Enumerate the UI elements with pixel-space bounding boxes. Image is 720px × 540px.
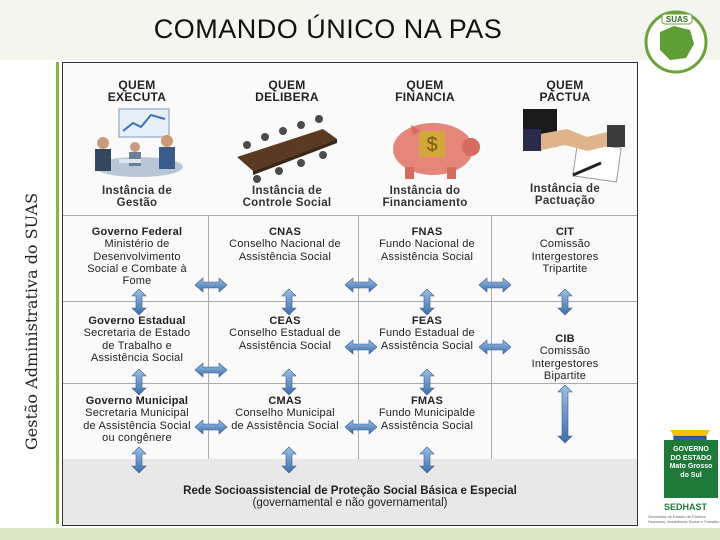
- grid-line: [208, 215, 209, 459]
- double-arrow-v: [131, 368, 147, 396]
- double-arrow-v: [281, 368, 297, 396]
- double-arrow-h: [194, 362, 228, 378]
- cell-municipal-financiamento: FMAS Fundo Municipalde Assistência Socia…: [378, 395, 476, 432]
- double-arrow-h: [344, 339, 378, 355]
- cell-estadual-financiamento: FEAS Fundo Estadual de Assistência Socia…: [379, 315, 475, 352]
- double-arrow-v: [131, 446, 147, 474]
- cell-federal-pactuacao: CIT Comissão Intergestores Tripartite: [531, 226, 599, 275]
- footer-band: [63, 459, 637, 525]
- page-title: COMANDO ÚNICO NA PAS: [153, 14, 503, 44]
- council-table-illustration: [237, 115, 337, 183]
- double-arrow-v: [419, 446, 435, 474]
- arrows-layer: [131, 277, 573, 474]
- cell-municipal-controle: CMAS Conselho Municipal de Assistência S…: [231, 395, 339, 432]
- cell-municipal-gestao: Governo Municipal Secretaria Municipal d…: [83, 395, 191, 444]
- suas-logo: SUAS: [644, 10, 708, 74]
- cell-federal-gestao: Governo Federal Ministério de Desenvolvi…: [87, 226, 187, 288]
- double-arrow-v: [131, 288, 147, 316]
- cell-estadual-gestao: Governo Estadual Secretaria de Estado de…: [83, 315, 191, 364]
- footer-band-bottom: [0, 528, 720, 540]
- double-arrow-h: [194, 419, 228, 435]
- header-band: [0, 0, 720, 60]
- double-arrow-v: [419, 288, 435, 316]
- double-arrow-h: [478, 277, 512, 293]
- piggy-bank-illustration: $: [393, 123, 480, 179]
- cell-federal-controle: CNAS Conselho Nacional de Assistência So…: [229, 226, 341, 263]
- side-label: Gestão Administrativa do SUAS: [22, 192, 41, 450]
- government-logo-box: GOVERNO DO ESTADO Mato Grosso do Sul: [664, 440, 718, 498]
- double-arrow-h: [478, 339, 512, 355]
- double-arrow-v: [281, 446, 297, 474]
- footer-network-text: Rede Socioassistencial de Proteção Socia…: [183, 485, 517, 509]
- double-arrow-v: [557, 384, 573, 444]
- sedhast-subtitle: Secretaria de Estado de Direitos Humanos…: [648, 514, 720, 524]
- grid-line: [63, 215, 637, 216]
- cell-federal-financiamento: FNAS Fundo Nacional de Assistência Socia…: [379, 226, 475, 263]
- handshake-illustration: [523, 109, 625, 183]
- team-meeting-illustration: [95, 108, 183, 177]
- double-arrow-v: [419, 368, 435, 396]
- double-arrow-h: [344, 277, 378, 293]
- cell-estadual-pactuacao: CIB Comissão Intergestores Bipartite: [531, 333, 599, 382]
- double-arrow-h: [344, 419, 378, 435]
- svg-text:$: $: [426, 134, 437, 156]
- grid-line: [63, 301, 637, 302]
- double-arrow-v: [281, 288, 297, 316]
- grid-line: [358, 215, 359, 459]
- suas-logo-text: SUAS: [666, 15, 689, 24]
- double-arrow-h: [194, 277, 228, 293]
- double-arrow-v: [557, 288, 573, 316]
- grid-line: [491, 215, 492, 459]
- cell-estadual-controle: CEAS Conselho Estadual de Assistência So…: [229, 315, 341, 352]
- grid-line: [63, 383, 637, 384]
- accent-bar: [56, 62, 59, 524]
- sedhast-label: SEDHAST: [664, 502, 708, 512]
